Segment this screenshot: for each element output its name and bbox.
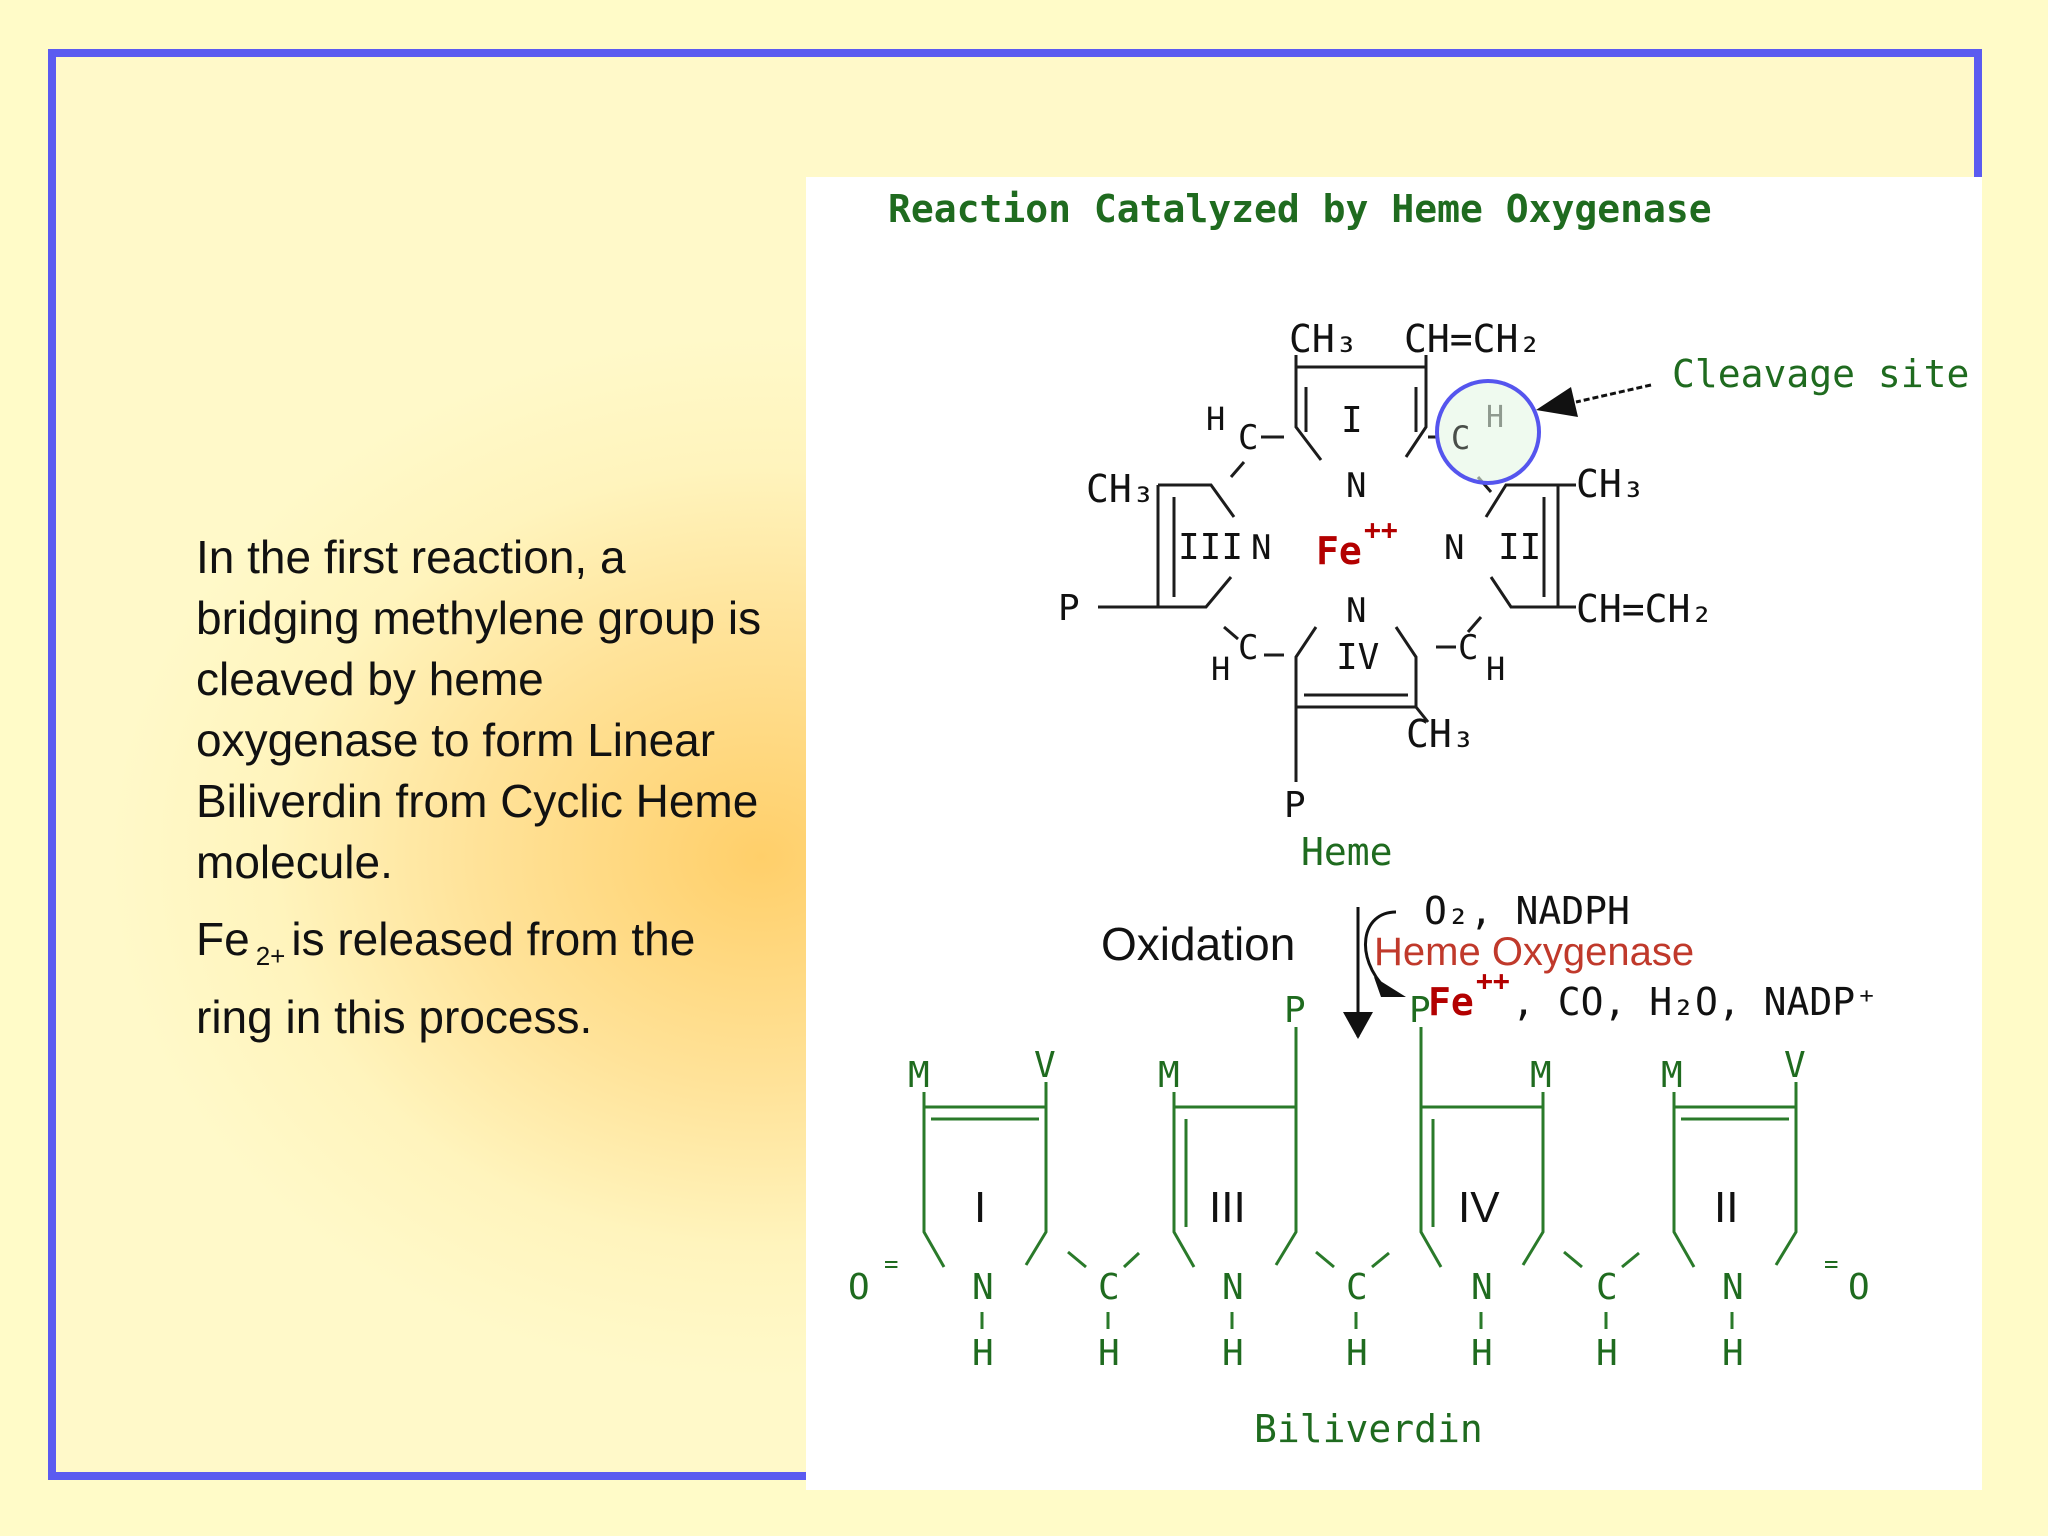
biliverdin-o-left: O <box>848 1267 870 1308</box>
biliverdin-ring-iv-bonds <box>1419 1105 1545 1268</box>
methine-bridge-top-left <box>1229 435 1284 478</box>
curved-arrow <box>1364 910 1397 991</box>
heme-ring-ii-label: II <box>1498 527 1541 568</box>
slide-frame: In the first reaction, a bridging methyl… <box>48 49 1982 1490</box>
biliverdin-c-3: C <box>1596 1267 1618 1308</box>
biliverdin-sub-7: M <box>1661 1055 1683 1096</box>
cleavage-site-label: Cleavage site <box>1672 352 1969 396</box>
reaction-arrow-group: Oxidation O₂, NADPH Heme Oxygenase Fe ++… <box>1101 889 1878 1039</box>
heme-iron: Fe <box>1316 529 1362 573</box>
heme-n-right: N <box>1444 528 1464 568</box>
biliverdin-structure: M V M P P M M V I III IV II O = O = N N <box>848 990 1870 1451</box>
biliverdin-sub-8: V <box>1784 1045 1806 1086</box>
heme-h-top-left: H <box>1206 400 1225 438</box>
cleavage-site-highlight <box>1435 379 1541 485</box>
biliverdin-nh-4: H <box>1722 1333 1744 1374</box>
diagram-title: Reaction Catalyzed by Heme Oxygenase <box>888 187 1712 231</box>
biliverdin-o-left-bond: = <box>884 1250 898 1278</box>
iron-symbol: Fe <box>196 913 250 965</box>
heme-n-bottom: N <box>1346 591 1366 631</box>
heme-ch3-left: CH₃ <box>1086 467 1155 511</box>
caption-paragraph-2-rest: is released from the ring in this proces… <box>196 913 696 1043</box>
biliverdin-ring-iii-bonds <box>1172 1105 1298 1268</box>
biliverdin-sub-1: M <box>908 1055 930 1096</box>
heme-vinyl-right: CH=CH₂ <box>1576 587 1713 631</box>
products-label: , CO, H₂O, NADP⁺ <box>1512 980 1878 1024</box>
biliverdin-ch-1: H <box>1098 1333 1120 1374</box>
reactants-label: O₂, NADPH <box>1424 889 1630 933</box>
curved-arrow-head <box>1374 977 1406 997</box>
released-iron: Fe <box>1428 980 1474 1024</box>
heme-ch3-top: CH₃ <box>1289 317 1358 361</box>
biliverdin-sub-2: V <box>1034 1045 1056 1086</box>
ring-i-bonds <box>1294 365 1428 461</box>
ring-iii-bonds <box>1156 483 1236 609</box>
methine-bridge-bottom-right <box>1436 616 1483 649</box>
released-iron-charge: ++ <box>1476 964 1510 997</box>
heme-label: Heme <box>1301 830 1393 874</box>
biliverdin-ring-4-label: II <box>1714 1183 1738 1232</box>
enzyme-label: Heme Oxygenase <box>1374 930 1694 974</box>
heme-structure: CH₃ CH=CH₂ CH₃ CH₃ CH=CH₂ CH₃ P P I II I… <box>1058 317 1969 874</box>
biliverdin-o-right-bond: = <box>1824 1250 1838 1278</box>
heme-ring-iv-label: IV <box>1336 637 1379 678</box>
iron-charge-subscript: 2+ <box>255 941 286 971</box>
methine-bridge-bottom-left <box>1223 625 1284 657</box>
cleavage-arrow-head <box>1536 387 1578 417</box>
heme-h-bottom-left: H <box>1211 650 1230 688</box>
biliverdin-ring-1-label: I <box>974 1183 986 1232</box>
heme-ring-i-label: I <box>1341 400 1363 441</box>
biliverdin-h-bonds <box>980 1312 1734 1329</box>
heme-ring-iii-label: III <box>1178 527 1243 568</box>
biliverdin-nh-3: H <box>1471 1333 1493 1374</box>
caption-text: In the first reaction, a bridging methyl… <box>196 527 776 1064</box>
biliverdin-ring-2-label: III <box>1209 1183 1246 1232</box>
biliverdin-sub-6: M <box>1530 1055 1552 1096</box>
ring-ii-bonds <box>1484 483 1560 609</box>
biliverdin-n-2: N <box>1222 1267 1244 1308</box>
heme-p-left: P <box>1058 588 1080 629</box>
heme-n-top: N <box>1346 466 1366 506</box>
heme-c-cleavage-overlay: C <box>1451 419 1470 457</box>
biliverdin-ch-2: H <box>1346 1333 1368 1374</box>
reaction-arrow-head <box>1343 1012 1373 1039</box>
biliverdin-ring-i-bonds <box>922 1105 1048 1268</box>
reaction-figure: Reaction Catalyzed by Heme Oxygenase <box>806 177 1982 1490</box>
biliverdin-sub-5: P <box>1409 990 1431 1031</box>
cleavage-arrow-line <box>1575 383 1652 404</box>
biliverdin-nh-2: H <box>1222 1333 1244 1374</box>
heme-c-bottom-left: C <box>1238 628 1258 668</box>
biliverdin-n-4: N <box>1722 1267 1744 1308</box>
reaction-diagram: Reaction Catalyzed by Heme Oxygenase <box>848 187 1969 1451</box>
biliverdin-ch-3: H <box>1596 1333 1618 1374</box>
biliverdin-sub-3: M <box>1158 1055 1180 1096</box>
heme-n-left: N <box>1251 528 1271 568</box>
biliverdin-ring-3-label: IV <box>1458 1183 1500 1232</box>
biliverdin-bridge-bonds <box>1067 1250 1640 1269</box>
biliverdin-label: Biliverdin <box>1254 1407 1483 1451</box>
ring-i-double-bonds <box>1304 387 1418 432</box>
heme-p-bottom: P <box>1284 785 1306 826</box>
biliverdin-c-2: C <box>1346 1267 1368 1308</box>
caption-paragraph-1: In the first reaction, a bridging methyl… <box>196 531 762 888</box>
ring-iv-ch3-bond <box>1414 706 1430 723</box>
oxidation-label: Oxidation <box>1101 918 1295 970</box>
biliverdin-nh-1: H <box>972 1333 994 1374</box>
heme-ch3-right: CH₃ <box>1576 462 1645 506</box>
heme-h-bottom-right: H <box>1486 650 1505 688</box>
biliverdin-sub-4: P <box>1284 990 1306 1031</box>
biliverdin-ring-ii-bonds <box>1672 1105 1798 1268</box>
biliverdin-n-3: N <box>1471 1267 1493 1308</box>
heme-ch3-bottom: CH₃ <box>1406 712 1475 756</box>
biliverdin-c-1: C <box>1098 1267 1120 1308</box>
ring-iv-bonds <box>1294 626 1418 709</box>
biliverdin-n-1: N <box>972 1267 994 1308</box>
biliverdin-o-right: O <box>1848 1267 1870 1308</box>
heme-iron-charge: ++ <box>1364 513 1398 546</box>
heme-vinyl-top: CH=CH₂ <box>1404 317 1541 361</box>
heme-c-top-left: C <box>1238 418 1258 458</box>
heme-c-bottom-right: C <box>1458 628 1478 668</box>
